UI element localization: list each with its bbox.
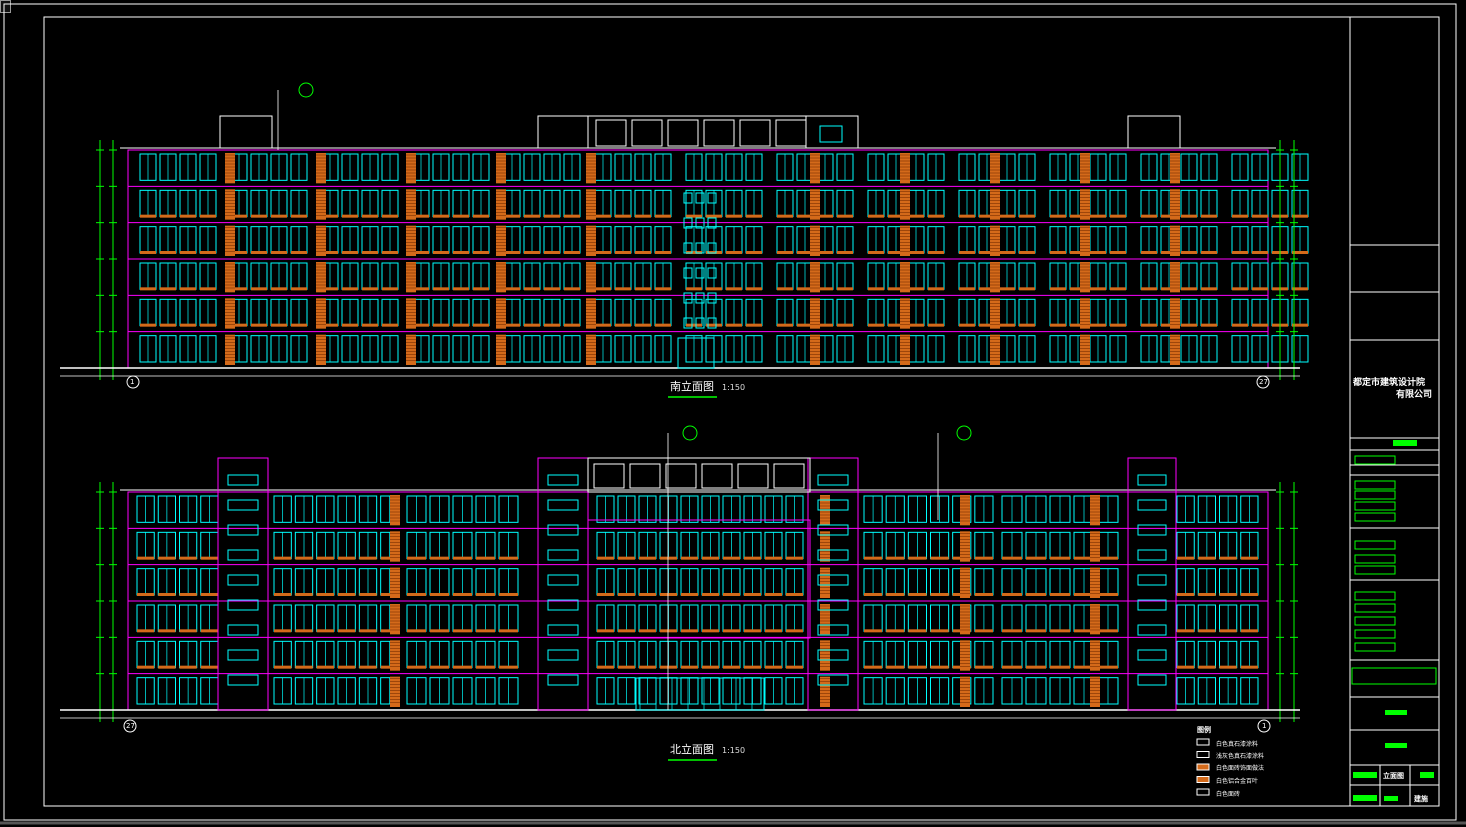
north-stair-tower [537, 457, 589, 711]
south-scale: 1:150 [722, 383, 746, 392]
north-scale: 1:150 [722, 746, 746, 755]
south-entrance [677, 337, 715, 369]
sheet-number: 建施 [1414, 795, 1428, 803]
south-central-tower [587, 115, 807, 149]
legend-item-3: 白色面砖饰面做法 [1216, 765, 1265, 772]
legend-item-4: 白色铝合金百叶 [1216, 778, 1259, 785]
legend-swatch [1196, 738, 1210, 746]
north-axis-right: 1 [1262, 722, 1267, 730]
north-caption-text: 北立面图 [670, 743, 714, 756]
legend-swatch [1196, 776, 1210, 783]
south-elevation [60, 82, 1309, 389]
company-name-line1: 都定市建筑设计院 [1353, 378, 1426, 388]
north-stair-tower [807, 457, 859, 711]
legend [1196, 738, 1210, 796]
north-elevation-title: 北立面图 1:150 [668, 741, 746, 761]
south-elevation-title: 南立面图 1:150 [668, 378, 746, 398]
north-central-frame [587, 519, 811, 639]
legend-swatch [1196, 751, 1210, 758]
legend-item-1: 白色真石漆涂料 [1216, 741, 1259, 748]
north-stair-tower [1127, 457, 1177, 711]
south-stair-tower [537, 115, 589, 149]
legend-swatch [1196, 763, 1210, 771]
south-caption-text: 南立面图 [670, 380, 714, 393]
south-axis-right: 27 [1259, 378, 1268, 386]
south-axis-left: 1 [130, 378, 135, 386]
north-central-tower [587, 457, 811, 493]
north-stair-tower [217, 457, 269, 711]
north-elevation [60, 425, 1300, 733]
north-axis-left: 27 [126, 722, 135, 730]
inner-border [43, 16, 1440, 807]
legend-swatch [1196, 788, 1210, 796]
legend-item-5: 白色面砖 [1216, 791, 1241, 798]
legend-title: 图例 [1197, 726, 1211, 734]
sheet-label: 立面图 [1383, 772, 1404, 780]
south-roof-room-left [219, 115, 273, 149]
viewport-menu-button[interactable] [0, 0, 11, 13]
south-roof-room-right [1127, 115, 1181, 149]
outer-border [3, 3, 1457, 821]
title-block [1349, 17, 1439, 806]
south-roof-room [805, 115, 859, 149]
north-entrance [635, 677, 765, 711]
company-name-line2: 有限公司 [1396, 390, 1433, 400]
legend-item-2: 浅灰色真石漆涂料 [1216, 753, 1265, 760]
